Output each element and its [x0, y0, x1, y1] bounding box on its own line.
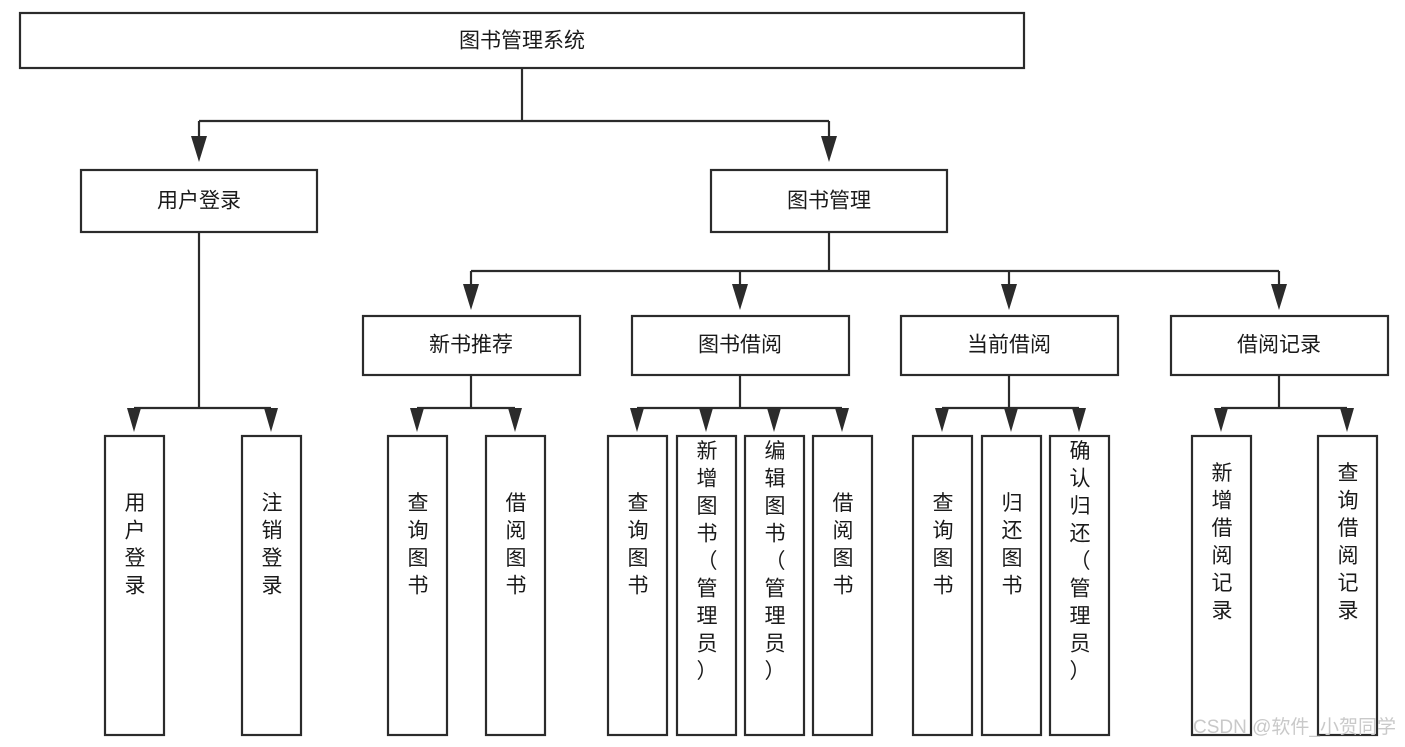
- node-book-borrow[interactable]: 图书借阅: [630, 314, 851, 377]
- arrow-head-leaf-borrow-book-1: [508, 408, 522, 432]
- connector-group-new-book-rec: [410, 375, 522, 432]
- connector-group-root: [191, 68, 837, 162]
- node-leaf-confirm-return-box[interactable]: [1048, 434, 1111, 737]
- node-leaf-borrow-book-2[interactable]: 借阅图书: [811, 434, 874, 737]
- node-leaf-query-record[interactable]: 查询借阅记录: [1316, 434, 1379, 737]
- node-leaf-query-record-label: 查询借阅记录: [1338, 462, 1359, 623]
- node-new-book-recommend-label: 新书推荐: [429, 334, 513, 357]
- node-leaf-query-record-box[interactable]: [1316, 434, 1379, 737]
- node-book-manage-box[interactable]: [709, 168, 949, 234]
- arrow-head-borrow-record: [1271, 284, 1287, 310]
- arrow-head-book-manage: [821, 136, 837, 162]
- node-current-borrow-box[interactable]: [899, 314, 1120, 377]
- node-root-label: 图书管理系统: [459, 30, 585, 53]
- node-leaf-user-login-label: 用户登录: [125, 492, 146, 598]
- node-leaf-borrow-book-2-box[interactable]: [811, 434, 874, 737]
- node-leaf-add-book-label: 新增图书（管理员）: [697, 440, 718, 683]
- node-leaf-add-book-box[interactable]: [675, 434, 738, 737]
- arrow-head-leaf-query-book-1: [410, 408, 424, 432]
- node-user-login-box[interactable]: [79, 168, 319, 234]
- node-leaf-edit-book-label: 编辑图书（管理员）: [765, 440, 786, 683]
- arrow-head-leaf-borrow-book-2: [835, 408, 849, 432]
- node-new-book-recommend-box[interactable]: [361, 314, 582, 377]
- node-leaf-add-record[interactable]: 新增借阅记录: [1190, 434, 1253, 737]
- node-user-login-label: 用户登录: [157, 190, 241, 213]
- arrow-head-book-borrow: [732, 284, 748, 310]
- node-leaf-query-book-2-box[interactable]: [606, 434, 669, 737]
- node-leaf-logout-label: 注销登录: [262, 492, 283, 598]
- node-root-box[interactable]: [18, 11, 1026, 70]
- node-leaf-query-book-1-label: 查询图书: [408, 492, 429, 598]
- arrow-head-leaf-user-login: [127, 408, 141, 432]
- node-book-manage-label: 图书管理: [787, 190, 871, 213]
- arrow-head-leaf-query-record: [1340, 408, 1354, 432]
- node-leaf-query-book-2[interactable]: 查询图书: [606, 434, 669, 737]
- arrow-head-leaf-query-book-3: [935, 408, 949, 432]
- connector-group-book-manage: [463, 232, 1287, 310]
- arrow-head-leaf-logout: [264, 408, 278, 432]
- node-leaf-edit-book-box[interactable]: [743, 434, 806, 737]
- csdn-watermark: CSDN @软件_小贺同学: [1193, 716, 1396, 738]
- arrow-head-new-book-rec: [463, 284, 479, 310]
- arrow-head-current-borrow: [1001, 284, 1017, 310]
- node-leaf-edit-book[interactable]: 编辑图书（管理员）: [743, 434, 806, 737]
- node-leaf-confirm-return[interactable]: 确认归还（管理员）: [1048, 434, 1111, 737]
- node-current-borrow-label: 当前借阅: [967, 334, 1051, 357]
- arrow-head-leaf-confirm-return: [1072, 408, 1086, 432]
- node-leaf-query-book-1-box[interactable]: [386, 434, 449, 737]
- node-root[interactable]: 图书管理系统: [18, 11, 1026, 70]
- connector-group-borrow-record: [1214, 375, 1354, 432]
- node-book-manage[interactable]: 图书管理: [709, 168, 949, 234]
- node-book-borrow-box[interactable]: [630, 314, 851, 377]
- node-leaf-return-book-box[interactable]: [980, 434, 1043, 737]
- node-user-login[interactable]: 用户登录: [79, 168, 319, 234]
- node-leaf-query-book-3-label: 查询图书: [933, 492, 954, 598]
- node-borrow-record[interactable]: 借阅记录: [1169, 314, 1390, 377]
- arrow-head-leaf-query-book-2: [630, 408, 644, 432]
- node-borrow-record-box[interactable]: [1169, 314, 1390, 377]
- node-leaf-user-login-box[interactable]: [103, 434, 166, 737]
- connector-group-current-borrow: [935, 375, 1086, 432]
- arrow-head-leaf-edit-book: [767, 408, 781, 432]
- node-leaf-return-book[interactable]: 归还图书: [980, 434, 1043, 737]
- node-borrow-record-label: 借阅记录: [1237, 334, 1321, 357]
- node-leaf-query-book-2-label: 查询图书: [628, 492, 649, 598]
- arrow-head-leaf-return-book: [1004, 408, 1018, 432]
- arrow-head-leaf-add-record: [1214, 408, 1228, 432]
- node-current-borrow[interactable]: 当前借阅: [899, 314, 1120, 377]
- node-leaf-borrow-book-1-box[interactable]: [484, 434, 547, 737]
- node-leaf-user-login[interactable]: 用户登录: [103, 434, 166, 737]
- node-leaf-borrow-book-1[interactable]: 借阅图书: [484, 434, 547, 737]
- node-leaf-logout[interactable]: 注销登录: [240, 434, 303, 737]
- node-leaf-return-book-label: 归还图书: [1002, 492, 1023, 598]
- arrow-head-user-login: [191, 136, 207, 162]
- node-leaf-query-book-3[interactable]: 查询图书: [911, 434, 974, 737]
- node-leaf-add-book[interactable]: 新增图书（管理员）: [675, 434, 738, 737]
- arrow-head-leaf-add-book: [699, 408, 713, 432]
- node-leaf-add-record-label: 新增借阅记录: [1212, 462, 1233, 623]
- connector-group-book-borrow: [630, 375, 849, 432]
- connector-group-user-login: [127, 232, 278, 432]
- node-leaf-confirm-return-label: 确认归还（管理员）: [1070, 440, 1091, 683]
- node-leaf-logout-box[interactable]: [240, 434, 303, 737]
- node-leaf-query-book-3-box[interactable]: [911, 434, 974, 737]
- node-new-book-recommend[interactable]: 新书推荐: [361, 314, 582, 377]
- node-leaf-add-record-box[interactable]: [1190, 434, 1253, 737]
- node-leaf-borrow-book-1-label: 借阅图书: [506, 492, 527, 598]
- node-book-borrow-label: 图书借阅: [698, 334, 782, 357]
- node-leaf-query-book-1[interactable]: 查询图书: [386, 434, 449, 737]
- node-leaf-borrow-book-2-label: 借阅图书: [833, 492, 854, 598]
